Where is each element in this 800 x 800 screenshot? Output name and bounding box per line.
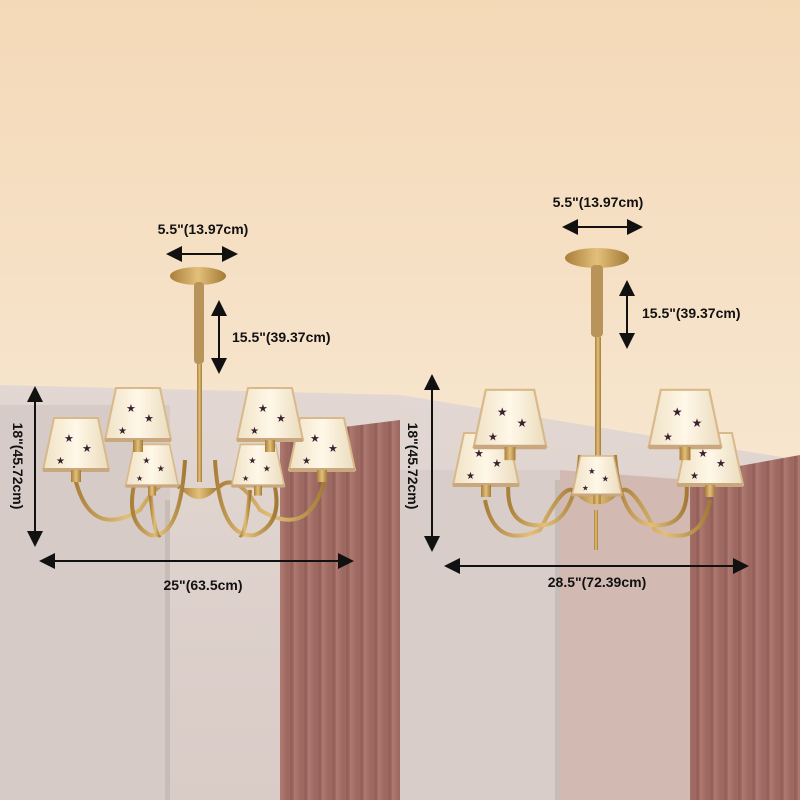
rod-length-label: 15.5"(39.37cm) — [642, 305, 740, 321]
height-label: 18"(45.72cm) — [10, 423, 26, 510]
left-panel: 5.5"(13.97cm) 15.5"(39.37cm) 18"(45.72cm… — [0, 0, 400, 800]
canopy-width-label: 5.5"(13.97cm) — [158, 221, 249, 237]
width-label: 28.5"(72.39cm) — [548, 574, 646, 590]
height-label: 18"(45.72cm) — [405, 423, 421, 510]
canopy-width-label: 5.5"(13.97cm) — [553, 194, 644, 210]
width-label: 25"(63.5cm) — [163, 577, 242, 593]
chandelier-right — [451, 248, 745, 550]
curtain — [690, 455, 800, 800]
curtain — [280, 420, 400, 800]
right-panel: 5.5"(13.97cm) 15.5"(39.37cm) 18"(45.72cm… — [400, 0, 800, 800]
rod-length-label: 15.5"(39.37cm) — [232, 329, 330, 345]
chandelier-left — [41, 267, 357, 538]
